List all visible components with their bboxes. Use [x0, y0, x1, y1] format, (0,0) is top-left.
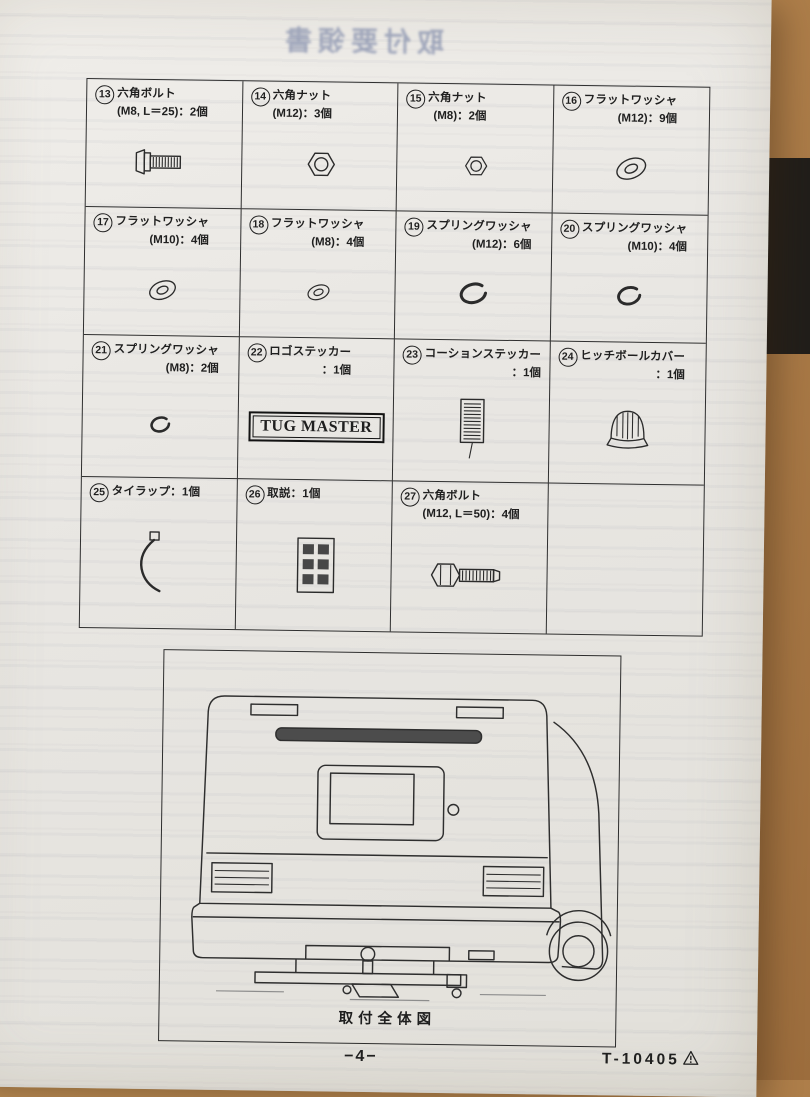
part-name: 六角ナット [273, 89, 333, 105]
bleedthrough-header: 取付要領書 [279, 19, 445, 60]
spring-washer-icon [90, 377, 232, 473]
part-cell-22: 22 ロゴステッカー ：1個 TUG MASTER [237, 337, 394, 481]
part-name: ロゴステッカー [269, 345, 351, 361]
part-number-badge: 25 [90, 483, 109, 502]
manual-icon [243, 506, 385, 626]
part-name: フラットワッシャ [584, 93, 678, 109]
part-cell-26: 26 取説：1個 [235, 479, 393, 631]
hex-bolt-icon [94, 121, 236, 203]
part-name: コーションステッカー [425, 347, 542, 364]
figure-caption: 取付全体図 [159, 1004, 615, 1031]
part-number-badge: 13 [95, 85, 114, 104]
part-spec: ：1個 [269, 363, 351, 379]
part-number-badge: 18 [249, 215, 268, 234]
part-cell-16: 16 フラットワッシャ (M12)：9個 [552, 86, 709, 216]
part-name: フラットワッシャ [115, 214, 209, 230]
warning-triangle-icon [683, 1050, 699, 1070]
instruction-sheet-page: 取付要領書 13 六角ボルト (M8, L＝25)：2個 [0, 0, 772, 1097]
part-name: タイラップ：1個 [112, 484, 201, 500]
spring-washer-icon [403, 253, 545, 335]
empty-cell [546, 484, 704, 636]
document-code: T-10405 [602, 1049, 699, 1070]
part-name: フラットワッシャ [271, 217, 365, 233]
part-spec [267, 505, 320, 506]
part-name: スプリングワッシャ [426, 219, 532, 235]
flat-washer-icon [247, 251, 389, 333]
part-number-badge: 16 [562, 92, 581, 111]
tugmaster-logo-text: TUG MASTER [252, 415, 380, 439]
hex-nut-icon [405, 125, 547, 207]
part-spec: (M10)：4個 [582, 239, 688, 255]
part-name: 取説：1個 [267, 487, 321, 503]
part-spec: (M12)：3個 [272, 107, 332, 123]
part-number-badge: 17 [93, 213, 112, 232]
part-number-badge: 21 [92, 341, 111, 360]
part-cell-25: 25 タイラップ：1個 [80, 477, 238, 629]
part-spec: (M8, L＝25)：2個 [117, 104, 208, 120]
document-code-text: T-10405 [602, 1050, 680, 1069]
part-spec: (M8)：4個 [271, 235, 365, 251]
part-cell-13: 13 六角ボルト (M8, L＝25)：2個 [86, 79, 243, 209]
part-number-badge: 26 [245, 485, 264, 504]
part-cell-17: 17 フラットワッシャ (M10)：4個 [84, 207, 241, 337]
part-cell-15: 15 六角ナット (M8)：2個 [397, 83, 554, 213]
spring-washer-icon [558, 256, 701, 338]
part-number-badge: 24 [558, 348, 577, 367]
part-spec: (M12)：6個 [426, 237, 532, 253]
part-name: 六角ボルト [117, 86, 208, 102]
part-spec [112, 502, 200, 503]
part-cell-20: 20 スプリングワッシャ (M10)：4個 [550, 214, 707, 344]
part-cell-23: 23 コーションステッカー ：1個 [393, 339, 550, 483]
installation-overview-figure: 取付全体図 [158, 649, 621, 1047]
part-spec: (M8)：2個 [428, 109, 487, 125]
caution-sticker-icon [401, 381, 543, 477]
part-number-badge: 14 [251, 87, 270, 106]
desk-object [766, 158, 810, 354]
part-name: ヒッチボールカバー [580, 349, 685, 365]
part-spec: (M12)：9個 [583, 111, 677, 127]
part-number-badge: 23 [402, 345, 421, 364]
part-name: スプリングワッシャ [582, 221, 688, 237]
flat-washer-icon [560, 128, 703, 210]
part-name: スプリングワッシャ [114, 342, 220, 358]
part-name: 六角ナット [428, 91, 487, 107]
part-name: 六角ボルト [423, 489, 520, 505]
part-spec: ：1個 [580, 367, 685, 383]
logo-sticker: TUG MASTER [245, 379, 387, 475]
hex-nut-icon [249, 123, 391, 205]
part-cell-14: 14 六角ナット (M12)：3個 [241, 81, 398, 211]
part-spec: (M10)：4個 [115, 232, 209, 248]
part-number-badge: 27 [401, 487, 420, 506]
vehicle-rear-diagram [160, 662, 621, 1008]
part-cell-19: 19 スプリングワッシャ (M12)：6個 [395, 211, 552, 341]
part-number-badge: 19 [404, 217, 423, 236]
part-cell-21: 21 スプリングワッシャ (M8)：2個 [82, 335, 239, 479]
part-number-badge: 20 [560, 220, 579, 239]
tie-wrap-icon [88, 504, 230, 624]
parts-table: 13 六角ボルト (M8, L＝25)：2個 14 六角ナ [79, 78, 711, 637]
part-cell-18: 18 フラットワッシャ (M8)：4個 [239, 209, 396, 339]
part-spec: (M8)：2個 [113, 360, 219, 376]
part-spec: (M12, L＝50)：4個 [422, 507, 519, 523]
flat-washer-icon [92, 249, 234, 331]
part-number-badge: 15 [406, 89, 425, 108]
part-cell-27: 27 六角ボルト (M12, L＝50)：4個 [391, 481, 549, 633]
hitch-ball-cover-icon [556, 384, 699, 480]
part-cell-24: 24 ヒッチボールカバー ：1個 [548, 342, 705, 486]
part-number-badge: 22 [247, 343, 266, 362]
hex-bolt-icon [399, 523, 541, 628]
part-spec: ：1個 [424, 365, 541, 382]
